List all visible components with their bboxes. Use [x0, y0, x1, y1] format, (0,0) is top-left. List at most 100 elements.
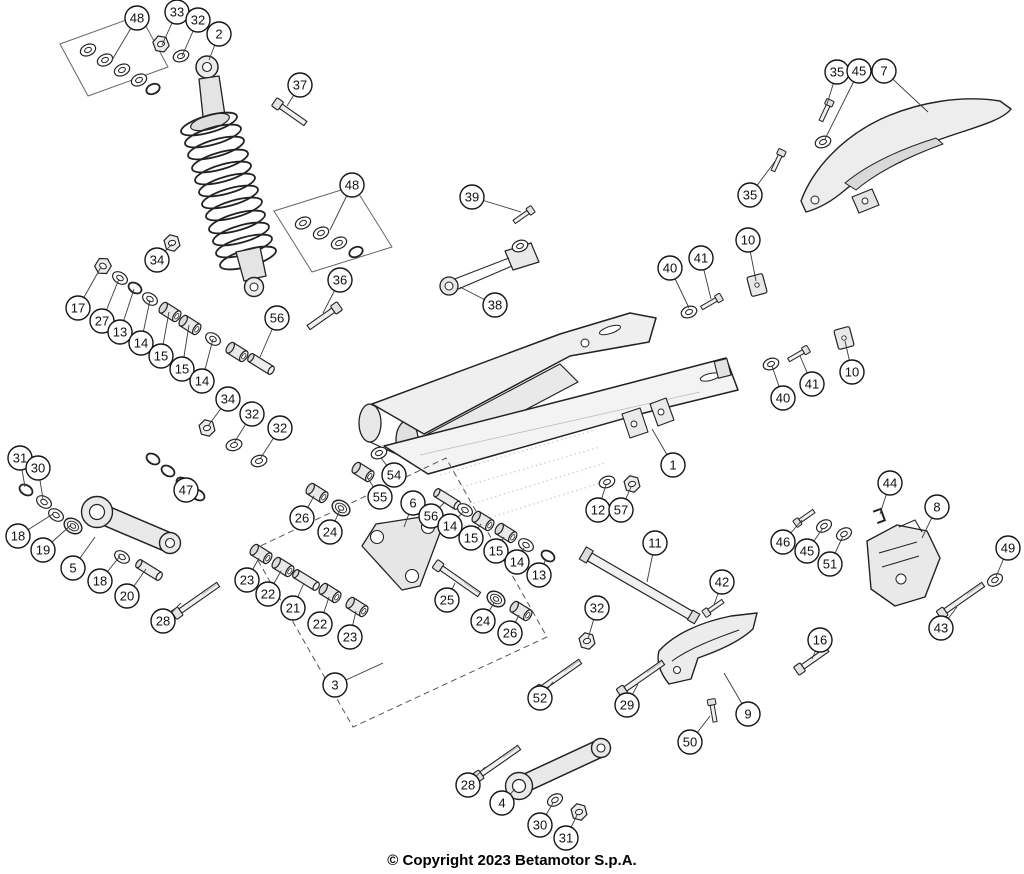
svg-text:21: 21: [286, 601, 300, 616]
washer-part: [109, 268, 131, 288]
callout-15[interactable]: 15: [458, 525, 484, 551]
callout-10[interactable]: 10: [839, 359, 865, 385]
callout-29[interactable]: 29: [614, 692, 640, 718]
callout-13[interactable]: 13: [526, 562, 552, 588]
callout-19[interactable]: 19: [30, 537, 56, 563]
svg-text:30: 30: [533, 818, 547, 833]
callout-14[interactable]: 14: [189, 368, 215, 394]
callout-51[interactable]: 51: [817, 551, 843, 577]
callout-24[interactable]: 24: [317, 519, 343, 545]
callout-34[interactable]: 34: [144, 247, 170, 273]
callout-30[interactable]: 30: [25, 455, 51, 481]
callout-50[interactable]: 50: [677, 729, 703, 755]
callout-17[interactable]: 17: [65, 295, 91, 321]
svg-text:26: 26: [295, 511, 309, 526]
screw-part: [792, 507, 817, 529]
callout-26[interactable]: 26: [497, 620, 523, 646]
callout-40[interactable]: 40: [770, 385, 796, 411]
callout-25[interactable]: 25: [434, 587, 460, 613]
callout-20[interactable]: 20: [114, 583, 140, 609]
washer-part: [111, 61, 133, 79]
callout-52[interactable]: 52: [527, 685, 553, 711]
callout-13[interactable]: 13: [107, 319, 133, 345]
callout-14[interactable]: 14: [504, 549, 530, 575]
callout-18[interactable]: 18: [87, 568, 113, 594]
callout-23[interactable]: 23: [337, 624, 363, 650]
callout-47[interactable]: 47: [173, 477, 199, 503]
callout-39[interactable]: 39: [459, 184, 485, 210]
callout-49[interactable]: 49: [995, 535, 1021, 561]
callout-32[interactable]: 32: [239, 401, 265, 427]
callout-32[interactable]: 32: [267, 415, 293, 441]
callout-16[interactable]: 16: [807, 627, 833, 653]
callout-36[interactable]: 36: [327, 267, 353, 293]
callout-2[interactable]: 2: [206, 21, 232, 47]
svg-text:52: 52: [533, 691, 547, 706]
callout-55[interactable]: 55: [367, 484, 393, 510]
callout-15[interactable]: 15: [169, 356, 195, 382]
callout-34[interactable]: 34: [215, 386, 241, 412]
callout-56[interactable]: 56: [264, 305, 290, 331]
callout-45[interactable]: 45: [794, 538, 820, 564]
washer-part: [77, 41, 99, 59]
callout-9[interactable]: 9: [735, 701, 761, 727]
bushing-part: [343, 595, 371, 619]
callout-24[interactable]: 24: [470, 608, 496, 634]
svg-text:24: 24: [476, 614, 490, 629]
svg-text:17: 17: [71, 301, 85, 316]
callout-14[interactable]: 14: [437, 513, 463, 539]
callout-14[interactable]: 14: [128, 330, 154, 356]
callout-32[interactable]: 32: [584, 595, 610, 621]
callout-54[interactable]: 54: [381, 462, 407, 488]
callout-32[interactable]: 32: [185, 7, 211, 33]
callout-18[interactable]: 18: [5, 523, 31, 549]
svg-text:22: 22: [261, 587, 275, 602]
callout-22[interactable]: 22: [307, 611, 333, 637]
callout-45[interactable]: 45: [846, 58, 872, 84]
callout-37[interactable]: 37: [287, 72, 313, 98]
callout-10[interactable]: 10: [735, 227, 761, 253]
callout-12[interactable]: 12: [585, 497, 611, 523]
chain-guard: [800, 98, 1012, 214]
callout-8[interactable]: 8: [924, 494, 950, 520]
svg-text:13: 13: [532, 568, 546, 583]
callout-48[interactable]: 48: [124, 5, 150, 31]
callout-41[interactable]: 41: [688, 245, 714, 271]
callout-56[interactable]: 56: [418, 503, 444, 529]
nut-part: [569, 801, 589, 823]
svg-text:57: 57: [614, 503, 628, 518]
callout-35[interactable]: 35: [824, 59, 850, 85]
callout-4[interactable]: 4: [489, 790, 515, 816]
callout-41[interactable]: 41: [799, 371, 825, 397]
callout-30[interactable]: 30: [527, 812, 553, 838]
callout-44[interactable]: 44: [877, 470, 903, 496]
svg-text:7: 7: [880, 64, 887, 79]
callout-46[interactable]: 46: [770, 529, 796, 555]
callout-28[interactable]: 28: [455, 772, 481, 798]
callout-1[interactable]: 1: [660, 452, 686, 478]
callout-15[interactable]: 15: [148, 343, 174, 369]
callout-35[interactable]: 35: [737, 182, 763, 208]
callout-31[interactable]: 31: [553, 825, 579, 851]
callout-48[interactable]: 48: [339, 172, 365, 198]
callout-6[interactable]: 6: [400, 490, 426, 516]
callout-23[interactable]: 23: [234, 567, 260, 593]
callout-22[interactable]: 22: [255, 581, 281, 607]
callout-7[interactable]: 7: [871, 58, 897, 84]
callout-11[interactable]: 11: [642, 530, 668, 556]
callout-28[interactable]: 28: [150, 608, 176, 634]
callout-27[interactable]: 27: [89, 308, 115, 334]
clip-part: [872, 507, 886, 525]
callout-21[interactable]: 21: [280, 595, 306, 621]
callout-5[interactable]: 5: [60, 555, 86, 581]
callout-15[interactable]: 15: [483, 538, 509, 564]
callout-26[interactable]: 26: [289, 505, 315, 531]
svg-text:4: 4: [498, 796, 505, 811]
callout-40[interactable]: 40: [657, 255, 683, 281]
callout-57[interactable]: 57: [608, 497, 634, 523]
callout-3[interactable]: 3: [322, 672, 348, 698]
callout-38[interactable]: 38: [482, 292, 508, 318]
shock-absorber: [180, 55, 277, 298]
callout-43[interactable]: 43: [928, 615, 954, 641]
callout-42[interactable]: 42: [709, 569, 735, 595]
